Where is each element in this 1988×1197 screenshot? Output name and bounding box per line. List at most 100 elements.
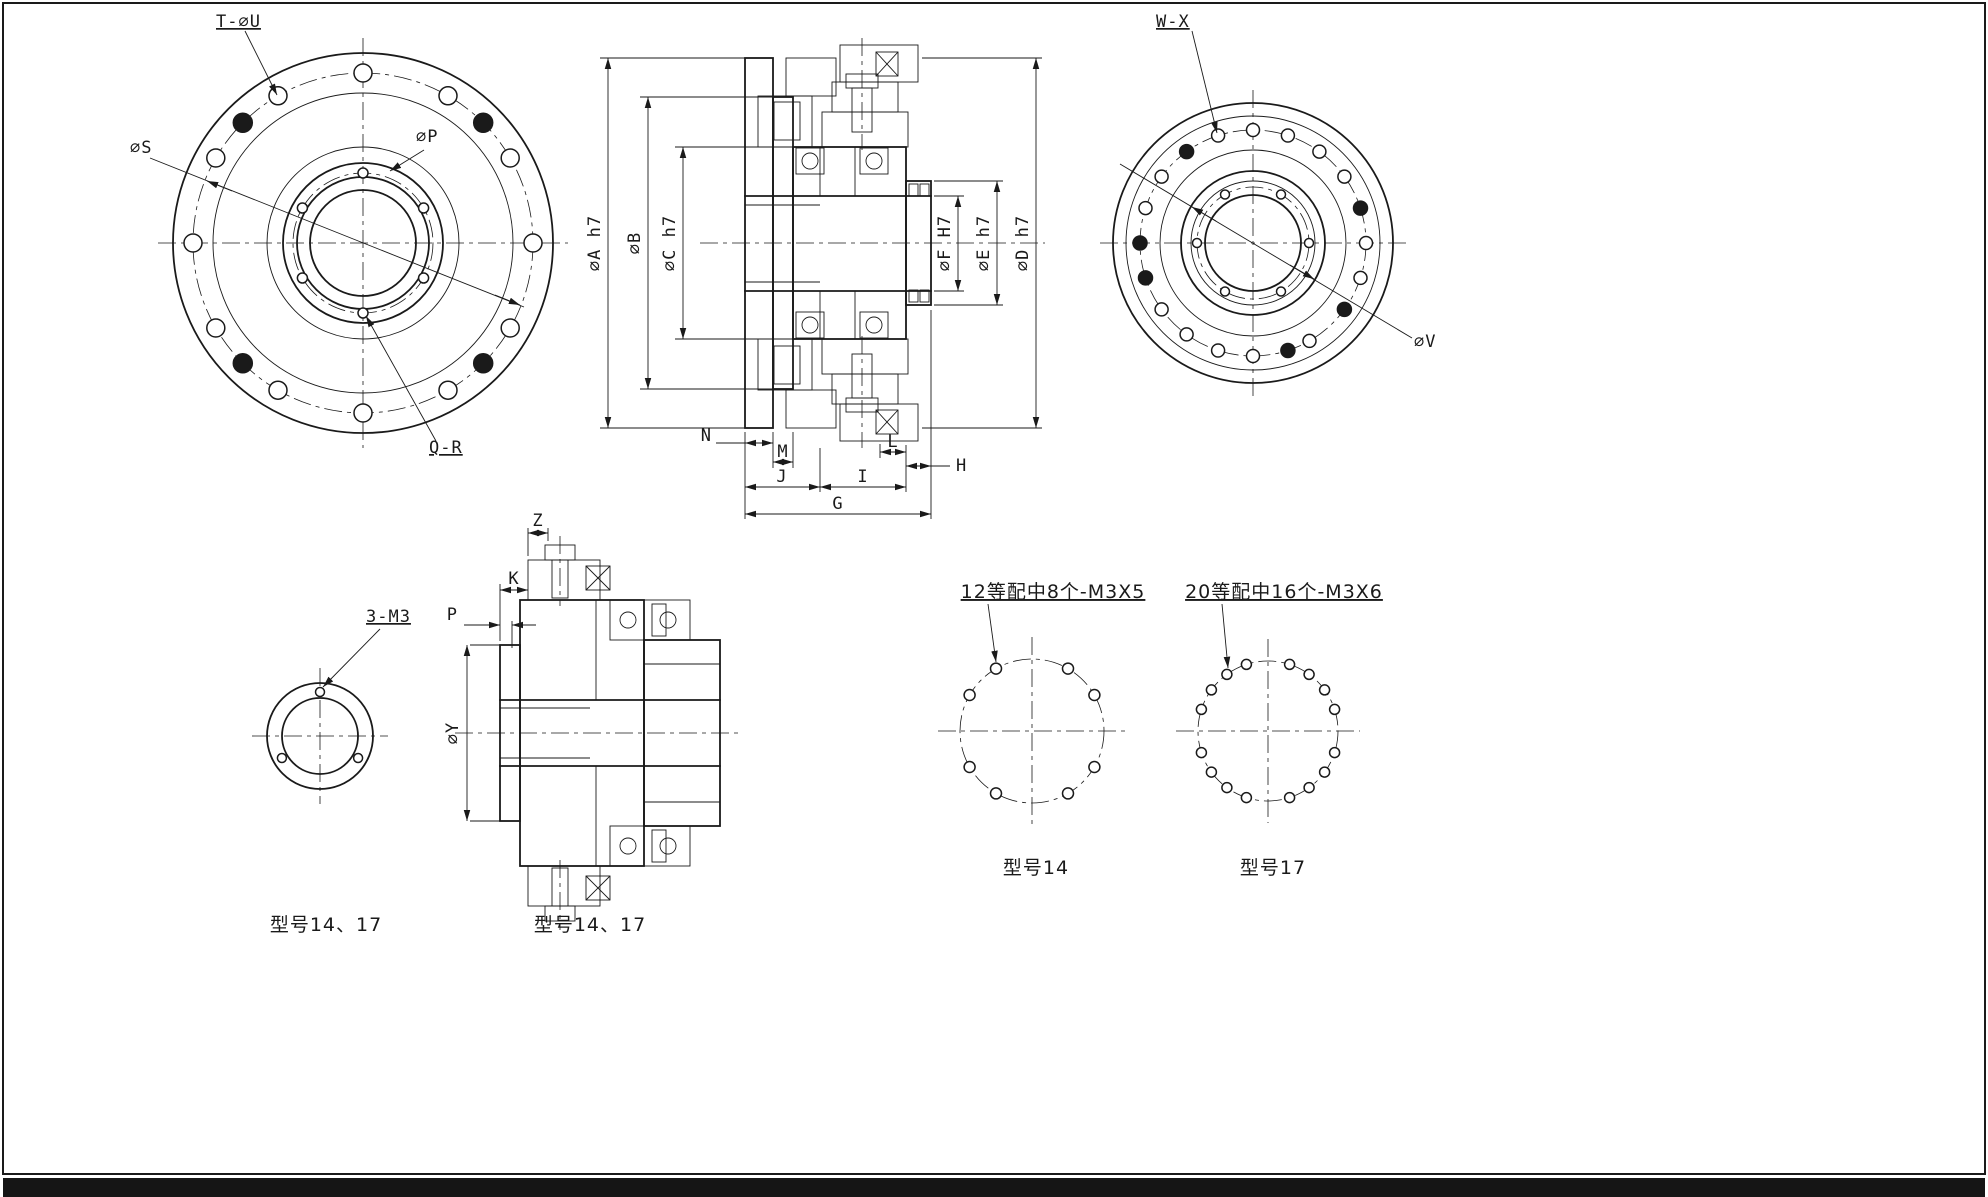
bolt-hole (1221, 668, 1233, 681)
step-circle (1125, 115, 1381, 371)
bolt-hole (1302, 333, 1317, 349)
caption-model: 型号14 (1003, 857, 1069, 879)
stage-base (821, 111, 909, 148)
bolt-hole (1061, 787, 1075, 800)
bolt-pattern-14: 12等配中8个-M3X5 型号14 (938, 581, 1144, 879)
bolt-hole (1154, 169, 1169, 184)
bolt-hole (523, 233, 543, 253)
ball-bearing (795, 311, 889, 339)
dim-label-k: K (508, 569, 519, 589)
seal-ring (919, 289, 930, 303)
dim-arrow (1191, 206, 1217, 222)
leader-line (322, 628, 381, 688)
dim-arrow (494, 294, 521, 306)
collar (757, 338, 813, 391)
dim-label-b: ∅B (625, 232, 645, 254)
boss-circle (212, 92, 514, 394)
dim-label-z: Z (532, 511, 543, 531)
ring-detail-view: 3-M3 型号14、17 (252, 607, 411, 936)
bolt-hole (276, 752, 288, 764)
bolt-hole (1210, 343, 1226, 358)
dim-label-a: ∅A h7 (585, 215, 605, 271)
bolt-hole (1318, 766, 1331, 778)
bolt-shank (551, 867, 569, 907)
pattern-holes (1195, 658, 1341, 804)
dim-label-n: N (701, 426, 712, 446)
front-view-right: W-X ∅V (1100, 12, 1436, 396)
bolt-hole (1318, 684, 1331, 696)
dim-label-h: H (956, 456, 967, 476)
ball-bearing (619, 837, 637, 855)
dim-label-y: ∅Y (443, 722, 463, 744)
bolt-hole (1210, 128, 1226, 143)
leader-line (1221, 603, 1231, 669)
label-tap-holes: 3-M3 (366, 607, 411, 627)
outer-circle (266, 682, 374, 790)
label-holes: W-X (1156, 12, 1190, 32)
bolt-hole (989, 787, 1003, 800)
bolt-hole (1328, 746, 1341, 759)
bolt-hole (417, 272, 430, 284)
hub-circle (282, 162, 444, 324)
bolt-hole (1275, 286, 1287, 297)
dim-label-j: J (776, 467, 787, 487)
cross-bearing (585, 565, 611, 591)
bolt-hole (500, 318, 520, 338)
bolt-hole (183, 233, 203, 253)
bolt-hole (1191, 237, 1203, 249)
cross-bearing (875, 51, 899, 77)
bolt-hole (1303, 781, 1315, 794)
hub-holes (296, 167, 430, 319)
bolt-hole (1336, 301, 1353, 318)
flange-holes (183, 63, 543, 423)
bolt-hole (268, 380, 288, 400)
seal-ring (908, 289, 919, 303)
flange-holes (1138, 122, 1374, 364)
bolt-hole (1179, 327, 1194, 342)
bolt-hole (232, 352, 254, 374)
bolt-hole (1337, 169, 1352, 184)
dim-label-l: L (887, 432, 898, 452)
bolt-hole (1275, 189, 1287, 200)
bolt-circle (959, 658, 1105, 804)
ball-bearing (659, 837, 677, 855)
hub-circle (1190, 180, 1316, 306)
bolt-shank (651, 603, 667, 637)
outer-circle (172, 52, 554, 434)
bolt-hole (1178, 143, 1195, 160)
bolt-circle (1197, 660, 1339, 802)
dim-label-g: G (832, 494, 843, 514)
dim-label-p: P (447, 605, 458, 625)
label-bolt-holes: T-∅U (216, 12, 261, 32)
ball-bearing (619, 611, 637, 629)
leader-line (365, 315, 437, 442)
bolt-hole (1240, 658, 1253, 671)
diameter-line (1119, 163, 1413, 339)
bolt-hole (314, 686, 326, 698)
bolt-hole (352, 752, 364, 764)
bolt-hole (268, 86, 288, 106)
boss-circle (1159, 149, 1347, 337)
title-block-bar (3, 1178, 1985, 1197)
leader-line (244, 30, 278, 96)
bolt-hole (1280, 128, 1296, 143)
bolt-section (773, 101, 801, 141)
bolt-hole (1312, 144, 1327, 159)
caption-model: 型号17 (1240, 857, 1306, 879)
bolt-shank (651, 829, 667, 863)
bolt-hole (1303, 237, 1315, 249)
bolt-hole (989, 662, 1003, 675)
label-hub-dia: ∅P (416, 127, 438, 147)
hub-circle (266, 146, 460, 340)
label-bore-dia: ∅V (1414, 332, 1436, 352)
ball-bearing (659, 611, 677, 629)
section-main: ∅A h7 ∅B ∅C h7 ∅F H7 ∅E h7 ∅D h7 N (585, 38, 1045, 519)
bolt-hole (1061, 662, 1075, 675)
bolt-hole (1353, 270, 1368, 286)
bolt-hole (296, 202, 309, 214)
leader-line (987, 603, 998, 663)
dim-label-e: ∅E h7 (974, 215, 994, 271)
bolt-hole (1195, 703, 1208, 716)
